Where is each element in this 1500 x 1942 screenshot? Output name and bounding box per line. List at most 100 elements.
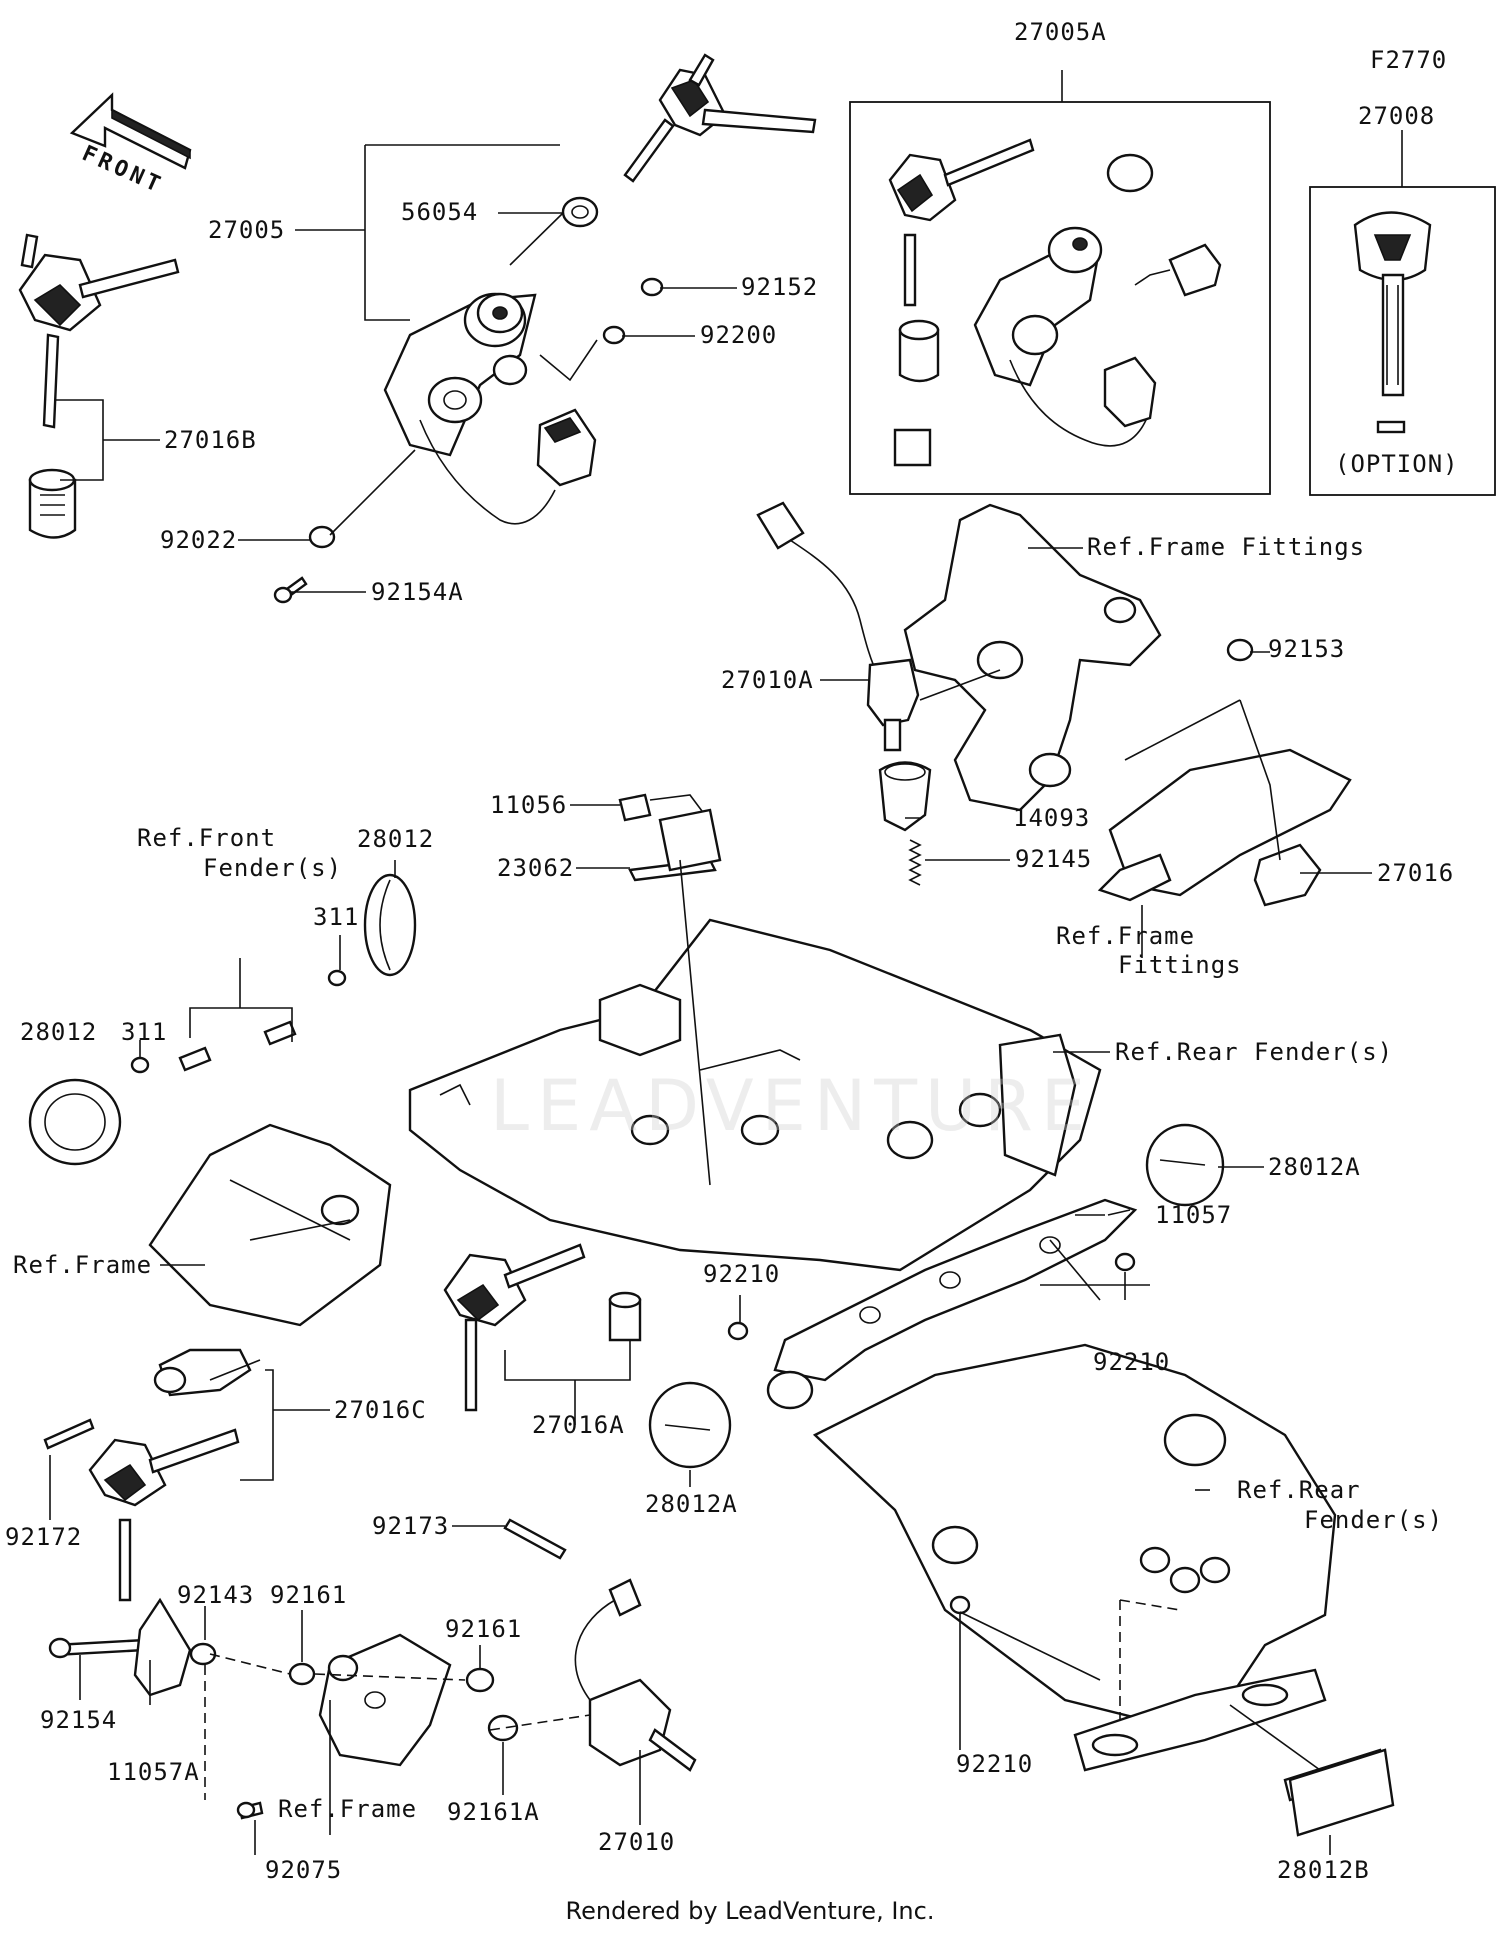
- washer-92152-icon: [640, 277, 664, 297]
- callout-27005[interactable]: 27005: [208, 216, 286, 244]
- washer-92022-icon: [308, 525, 336, 549]
- callout-28012-left[interactable]: 28012: [20, 1018, 98, 1046]
- callout-92154[interactable]: 92154: [40, 1706, 118, 1734]
- kit-box-27005A: [849, 101, 1271, 495]
- nut-92210-bottom-icon: [949, 1595, 971, 1615]
- callout-92161-right[interactable]: 92161: [445, 1615, 523, 1643]
- callout-27005A[interactable]: 27005A: [1014, 18, 1107, 46]
- reflector-28012-left-icon: [28, 1078, 122, 1166]
- callout-92210-mid[interactable]: 92210: [703, 1260, 781, 1288]
- reflector-28012-top-icon: [363, 873, 417, 977]
- callout-ref-rear-fender-low-1[interactable]: Ref.Rear: [1237, 1476, 1361, 1504]
- callout-92161-left[interactable]: 92161: [270, 1581, 348, 1609]
- front-arrow-icon: [69, 92, 192, 170]
- callout-27016[interactable]: 27016: [1377, 859, 1455, 887]
- bracket-11057-icon: [766, 1198, 1138, 1410]
- callout-92075[interactable]: 92075: [265, 1856, 343, 1884]
- frame-left-section-icon: [148, 1123, 392, 1327]
- callout-92172[interactable]: 92172: [5, 1523, 83, 1551]
- collar-92143-icon: [189, 1642, 217, 1666]
- dashed-connectors: [204, 1653, 591, 1800]
- reflector-28012B-icon: [1283, 1748, 1395, 1837]
- key-27016A-icon: [443, 1243, 586, 1412]
- callout-14093[interactable]: 14093: [1013, 804, 1091, 832]
- switch-sensor-27010A-icon: [756, 501, 920, 752]
- lock-27016A-icon: [608, 1291, 642, 1342]
- switch-27016C-icon: [153, 1348, 252, 1397]
- rear-fender-lower-icon: [812, 1343, 1337, 1772]
- callout-27008[interactable]: 27008: [1358, 102, 1436, 130]
- callout-92210-bottom[interactable]: 92210: [956, 1750, 1034, 1778]
- option-label: (OPTION): [1335, 450, 1459, 478]
- nut-92210-mid-icon: [727, 1321, 749, 1341]
- lock-cylinder-27016B-icon: [28, 468, 77, 539]
- callout-11057A[interactable]: 11057A: [107, 1758, 200, 1786]
- callout-92143[interactable]: 92143: [177, 1581, 255, 1609]
- callout-11056[interactable]: 11056: [490, 791, 568, 819]
- seat-lock-bracket-27016-icon: [1097, 638, 1352, 907]
- cap-14093-icon: [878, 761, 932, 832]
- callout-11057[interactable]: 11057: [1155, 1201, 1233, 1229]
- callout-92022[interactable]: 92022: [160, 526, 238, 554]
- callout-28012A-mid[interactable]: 28012A: [645, 1490, 738, 1518]
- callout-92145[interactable]: 92145: [1015, 845, 1093, 873]
- switch-27010-icon: [574, 1578, 697, 1772]
- callout-27010A[interactable]: 27010A: [721, 666, 814, 694]
- callout-ref-front-fender-2[interactable]: Fender(s): [203, 854, 343, 882]
- ignition-key-top-icon: [623, 53, 817, 183]
- callout-92152[interactable]: 92152: [741, 273, 819, 301]
- spring-92145-icon: [908, 839, 922, 886]
- frame-bottom-icon: [318, 1633, 452, 1767]
- reflector-28012A-mid-icon: [648, 1381, 732, 1469]
- reflector-28012A-right-icon: [1145, 1123, 1225, 1207]
- callout-ref-frame-fittings-mid-2[interactable]: Fittings: [1118, 951, 1242, 979]
- bracket-11057A-icon: [133, 1597, 192, 1697]
- callout-27016A[interactable]: 27016A: [532, 1411, 625, 1439]
- key-27016C-icon: [88, 1428, 240, 1602]
- callout-ref-rear-fender-low-2[interactable]: Fender(s): [1304, 1506, 1444, 1534]
- callout-23062[interactable]: 23062: [497, 854, 575, 882]
- callout-92161A[interactable]: 92161A: [447, 1798, 540, 1826]
- washer-92161-left-icon: [288, 1662, 316, 1686]
- footer-credit: Rendered by LeadVenture, Inc.: [565, 1897, 935, 1925]
- callout-ref-frame-left[interactable]: Ref.Frame: [13, 1251, 153, 1279]
- bolt-311-top-icon: [263, 1020, 297, 1046]
- callout-92153[interactable]: 92153: [1268, 635, 1346, 663]
- callout-28012A-right[interactable]: 28012A: [1268, 1153, 1361, 1181]
- callout-92200[interactable]: 92200: [700, 321, 778, 349]
- rear-fender-upper-icon: [408, 918, 1102, 1272]
- callout-92210-right[interactable]: 92210: [1093, 1348, 1171, 1376]
- callout-28012-top[interactable]: 28012: [357, 825, 435, 853]
- callout-27016C[interactable]: 27016C: [334, 1396, 427, 1424]
- plate-23062-icon: [628, 808, 722, 882]
- band-92173-icon: [503, 1518, 567, 1560]
- frame-fittings-bracket-icon: [903, 503, 1162, 812]
- key-27008-option-icon: [1353, 211, 1432, 434]
- callout-27010[interactable]: 27010: [598, 1828, 676, 1856]
- washer-56054-icon: [561, 196, 599, 228]
- screw-92172-icon: [43, 1418, 95, 1450]
- ignition-switch-set-27005A-icon: [888, 138, 1222, 467]
- callout-ref-frame-fittings-top[interactable]: Ref.Frame Fittings: [1087, 533, 1366, 561]
- ignition-switch-assembly-icon: [383, 292, 597, 525]
- callout-27016B[interactable]: 27016B: [164, 426, 257, 454]
- callout-ref-front-fender-1[interactable]: Ref.Front: [137, 824, 277, 852]
- callout-311-top[interactable]: 311: [313, 903, 360, 931]
- watermark: LEADVENTURE: [490, 1065, 1094, 1147]
- callout-92173[interactable]: 92173: [372, 1512, 450, 1540]
- callout-92154A[interactable]: 92154A: [371, 578, 464, 606]
- washer-92200-icon: [602, 325, 626, 345]
- callout-ref-frame-bottom[interactable]: Ref.Frame: [278, 1795, 418, 1823]
- callout-28012B[interactable]: 28012B: [1277, 1856, 1370, 1884]
- nut-92210-right-icon: [1114, 1252, 1136, 1272]
- callout-ref-rear-fender-top[interactable]: Ref.Rear Fender(s): [1115, 1038, 1394, 1066]
- callout-ref-frame-fittings-mid-1[interactable]: Ref.Frame: [1056, 922, 1196, 950]
- callout-56054[interactable]: 56054: [401, 198, 479, 226]
- key-27016B-icon: [18, 233, 180, 429]
- callout-311-left[interactable]: 311: [121, 1018, 168, 1046]
- washer-92161-right-icon: [465, 1667, 495, 1693]
- diagram-code: F2770: [1370, 46, 1448, 74]
- collar-92161A-icon: [487, 1714, 519, 1742]
